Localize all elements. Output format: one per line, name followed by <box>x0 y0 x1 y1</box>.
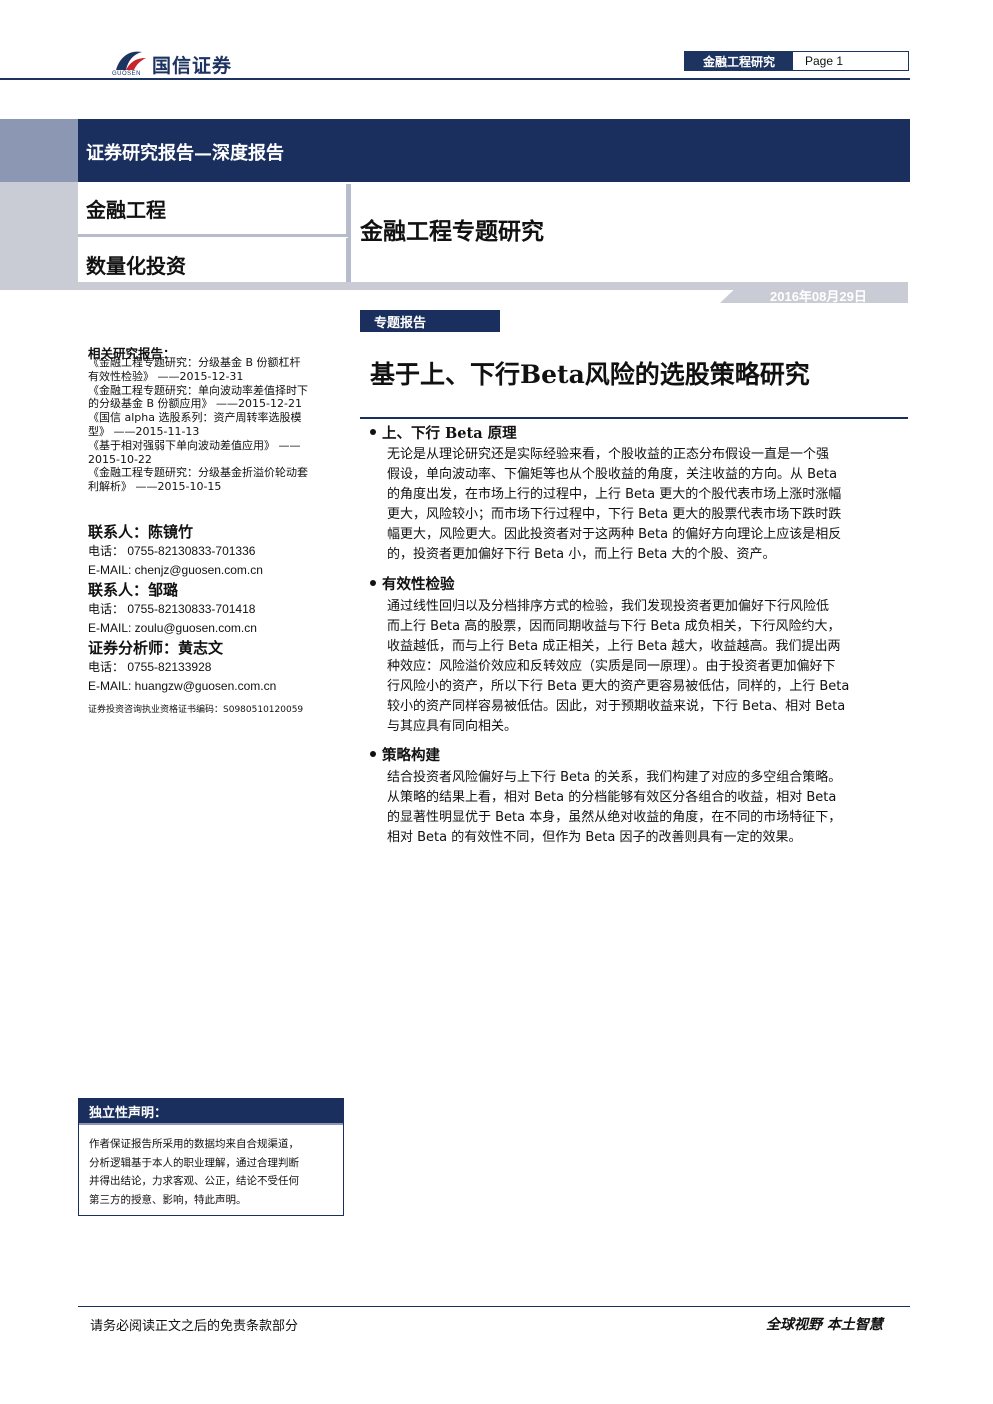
footer-slogan: 全球视野 本土智慧 <box>766 1317 883 1333</box>
section-body-3: 结合投资者风险偏好与上下行 Beta 的关系，我们构建了对应的多空组合策略。从策… <box>387 770 842 845</box>
report-tag: 专题报告 <box>360 310 500 332</box>
category-secondary: 数量化投资 <box>86 254 186 278</box>
category-primary: 金融工程 <box>86 198 166 222</box>
contact-1-name: 联系人：陈镜竹 <box>88 523 194 541</box>
report-date: 2016年08月29日 <box>770 289 867 304</box>
contact-2-email: E-MAIL: zoulu@guosen.com.cn <box>88 621 257 635</box>
section-heading-2: 有效性检验 <box>370 573 455 594</box>
contact-block: 联系人：陈镜竹 电话： 0755-82130833-701336 E-MAIL:… <box>88 522 338 696</box>
declaration-rule <box>79 1123 343 1125</box>
category-primary-box: 金融工程 <box>78 184 349 237</box>
series-label: 金融工程研究 <box>685 52 793 70</box>
declaration-heading: 独立性声明： <box>79 1099 343 1123</box>
contact-2-name: 联系人：邹璐 <box>88 581 179 599</box>
left-grey-block <box>0 182 78 290</box>
topic-title: 金融工程专题研究 <box>360 218 544 245</box>
declaration-box: 独立性声明： 作者保证报告所采用的数据均来自合规渠道，分析逻辑基于本人的职业理解… <box>78 1098 344 1216</box>
guosen-logo-icon <box>116 51 146 70</box>
report-banner <box>0 119 910 182</box>
bullet-icon <box>370 580 376 586</box>
footer-rule <box>78 1306 910 1307</box>
report-type: 证券研究报告—深度报告 <box>86 143 284 164</box>
page-title: 基于上、下行Beta风险的选股策略研究 <box>370 360 810 389</box>
contact-3-name: 证券分析师：黄志文 <box>88 639 224 657</box>
contact-2-phone: 电话： 0755-82130833-701418 <box>88 602 256 616</box>
section-heading-3: 策略构建 <box>370 744 440 765</box>
grey-strip <box>0 282 908 290</box>
header-series-box: 金融工程研究 Page 1 <box>684 51 909 71</box>
header-rule <box>0 78 910 80</box>
related-reports-heading: 相关研究报告： <box>88 346 176 361</box>
divider <box>348 184 351 282</box>
declaration-body: 作者保证报告所采用的数据均来自合规渠道，分析逻辑基于本人的职业理解，通过合理判断… <box>89 1138 299 1206</box>
title-rule <box>360 417 908 419</box>
contact-3-email: E-MAIL: huangzw@guosen.com.cn <box>88 679 277 693</box>
footer-disclaimer: 请务必阅读正文之后的免责条款部分 <box>90 1319 299 1334</box>
section-heading-1: 上、下行 Beta 原理 <box>370 422 517 443</box>
contact-1-email: E-MAIL: chenjz@guosen.com.cn <box>88 563 263 577</box>
certificate-number: 证券投资咨询执业资格证书编码：S0980510120059 <box>88 705 304 715</box>
bullet-icon <box>370 751 376 757</box>
logo-subtitle: GUOSEN <box>112 71 142 77</box>
page-number: Page 1 <box>805 54 844 68</box>
company-logo-text: 国信证券 <box>152 55 233 77</box>
section-body-1: 无论是从理论研究还是实际经验来看，个股收益的正态分布假设一直是一个强假设，单向波… <box>387 447 842 562</box>
date-bar <box>720 285 908 303</box>
contact-3-phone: 电话： 0755-82133928 <box>88 660 212 674</box>
section-body-2: 通过线性回归以及分档排序方式的检验，我们发现投资者更加偏好下行风险低而上行 Be… <box>387 599 850 734</box>
banner-accent <box>0 119 78 182</box>
bullet-icon <box>370 429 376 435</box>
category-secondary-box: 数量化投资 <box>78 238 349 285</box>
related-reports-list: 《金融工程专题研究：分级基金 B 份额杠杆有效性检验》 ——2015-12-31… <box>88 356 308 494</box>
contact-1-phone: 电话： 0755-82130833-701336 <box>88 544 256 558</box>
